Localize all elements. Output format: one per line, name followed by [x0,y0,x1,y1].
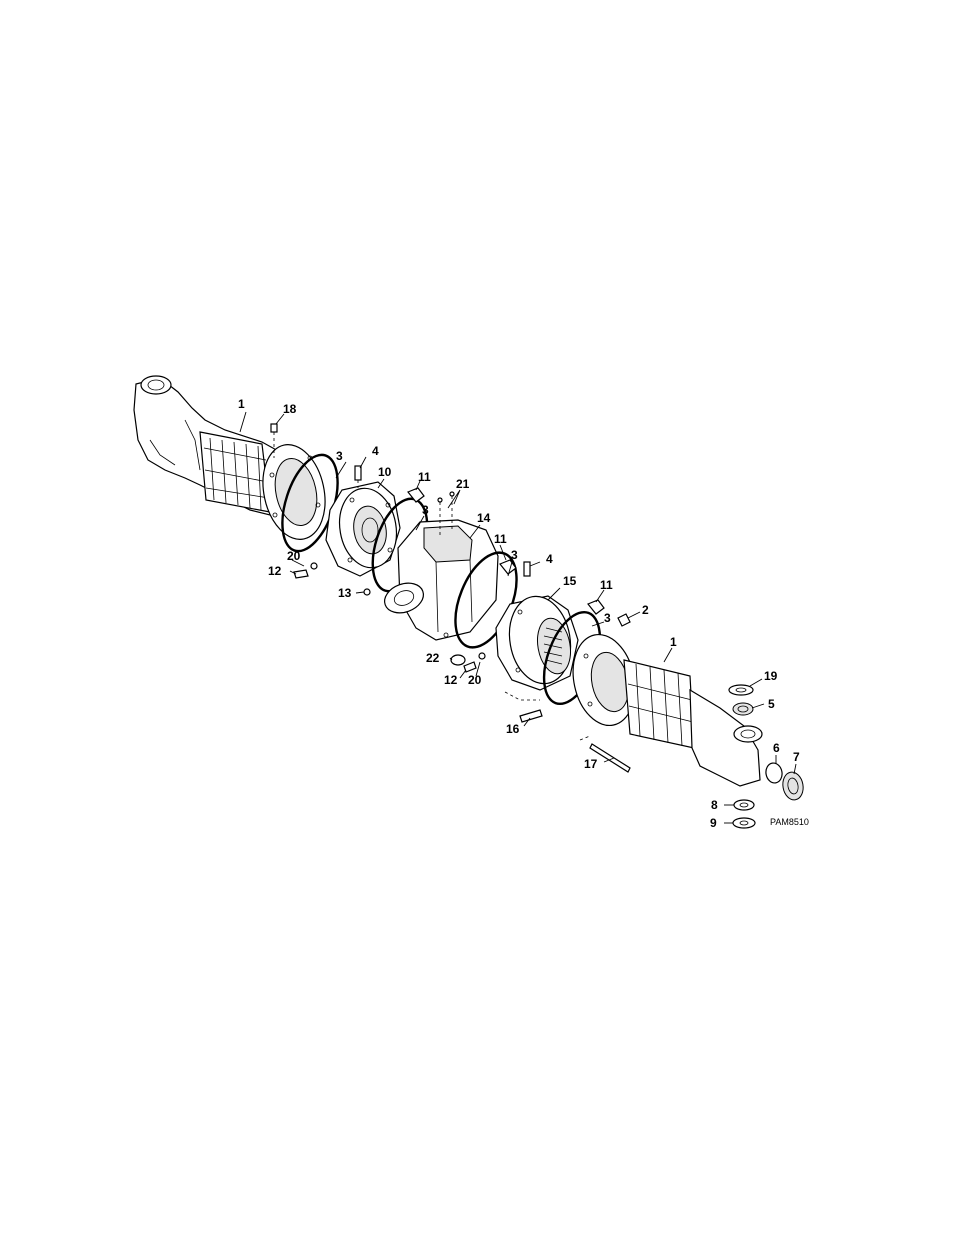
callout-14: 14 [477,511,491,525]
callout-11-right: 11 [600,578,613,592]
callout-11-left: 11 [418,470,431,484]
callout-12-right: 12 [444,673,458,687]
callout-9: 9 [710,816,717,830]
callout-1-right: 1 [670,635,677,649]
callout-1-left: 1 [238,397,245,411]
callout-5: 5 [768,697,775,711]
callout-19: 19 [764,669,778,683]
callout-6: 6 [773,741,780,755]
callout-2: 2 [642,603,649,617]
callout-3-right: 3 [604,611,611,625]
callout-18: 18 [283,402,297,416]
callout-20-right: 20 [468,673,482,687]
callout-3-center: 3 [422,503,429,517]
callout-12-left: 12 [268,564,282,578]
callout-15: 15 [563,574,577,588]
callout-21: 21 [456,477,470,491]
callout-3-left: 3 [336,449,343,463]
callout-3-center-right: 3 [511,548,518,562]
center-differential-housing [380,520,498,640]
callout-22: 22 [426,651,440,665]
callout-17: 17 [584,757,598,771]
callout-11-center: 11 [494,532,507,546]
left-axle-housing [134,376,333,545]
callout-4-right: 4 [546,552,553,566]
right-differential-carrier [496,591,578,690]
callout-16: 16 [506,722,520,736]
callout-20-left: 20 [287,549,301,563]
callout-4-left: 4 [372,444,379,458]
callout-8: 8 [711,798,718,812]
callout-7: 7 [793,750,800,764]
figure-code: PAM8510 [770,817,809,827]
callout-13: 13 [338,586,352,600]
callout-10: 10 [378,465,392,479]
